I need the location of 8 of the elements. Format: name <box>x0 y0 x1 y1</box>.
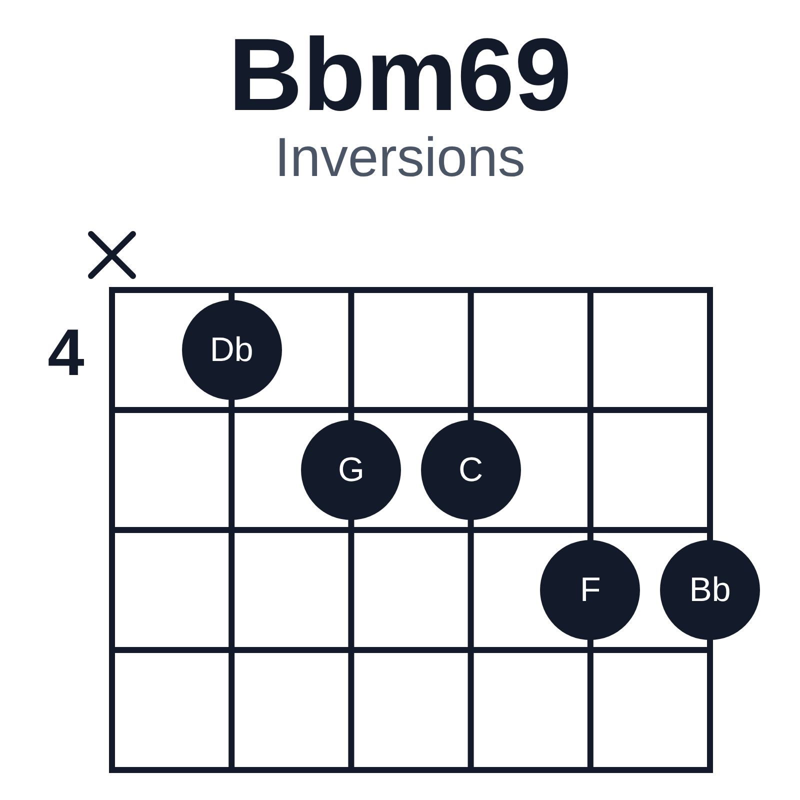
finger-dot: F <box>540 540 640 640</box>
finger-dot: C <box>420 420 521 520</box>
subtitle: Inversions <box>274 130 526 186</box>
finger-dot: Db <box>182 300 282 400</box>
chord-title: Bbm69 <box>228 22 572 126</box>
fret-number: 4 <box>48 319 84 386</box>
finger-dot: Bb <box>660 540 760 640</box>
finger-dot: G <box>301 420 402 520</box>
